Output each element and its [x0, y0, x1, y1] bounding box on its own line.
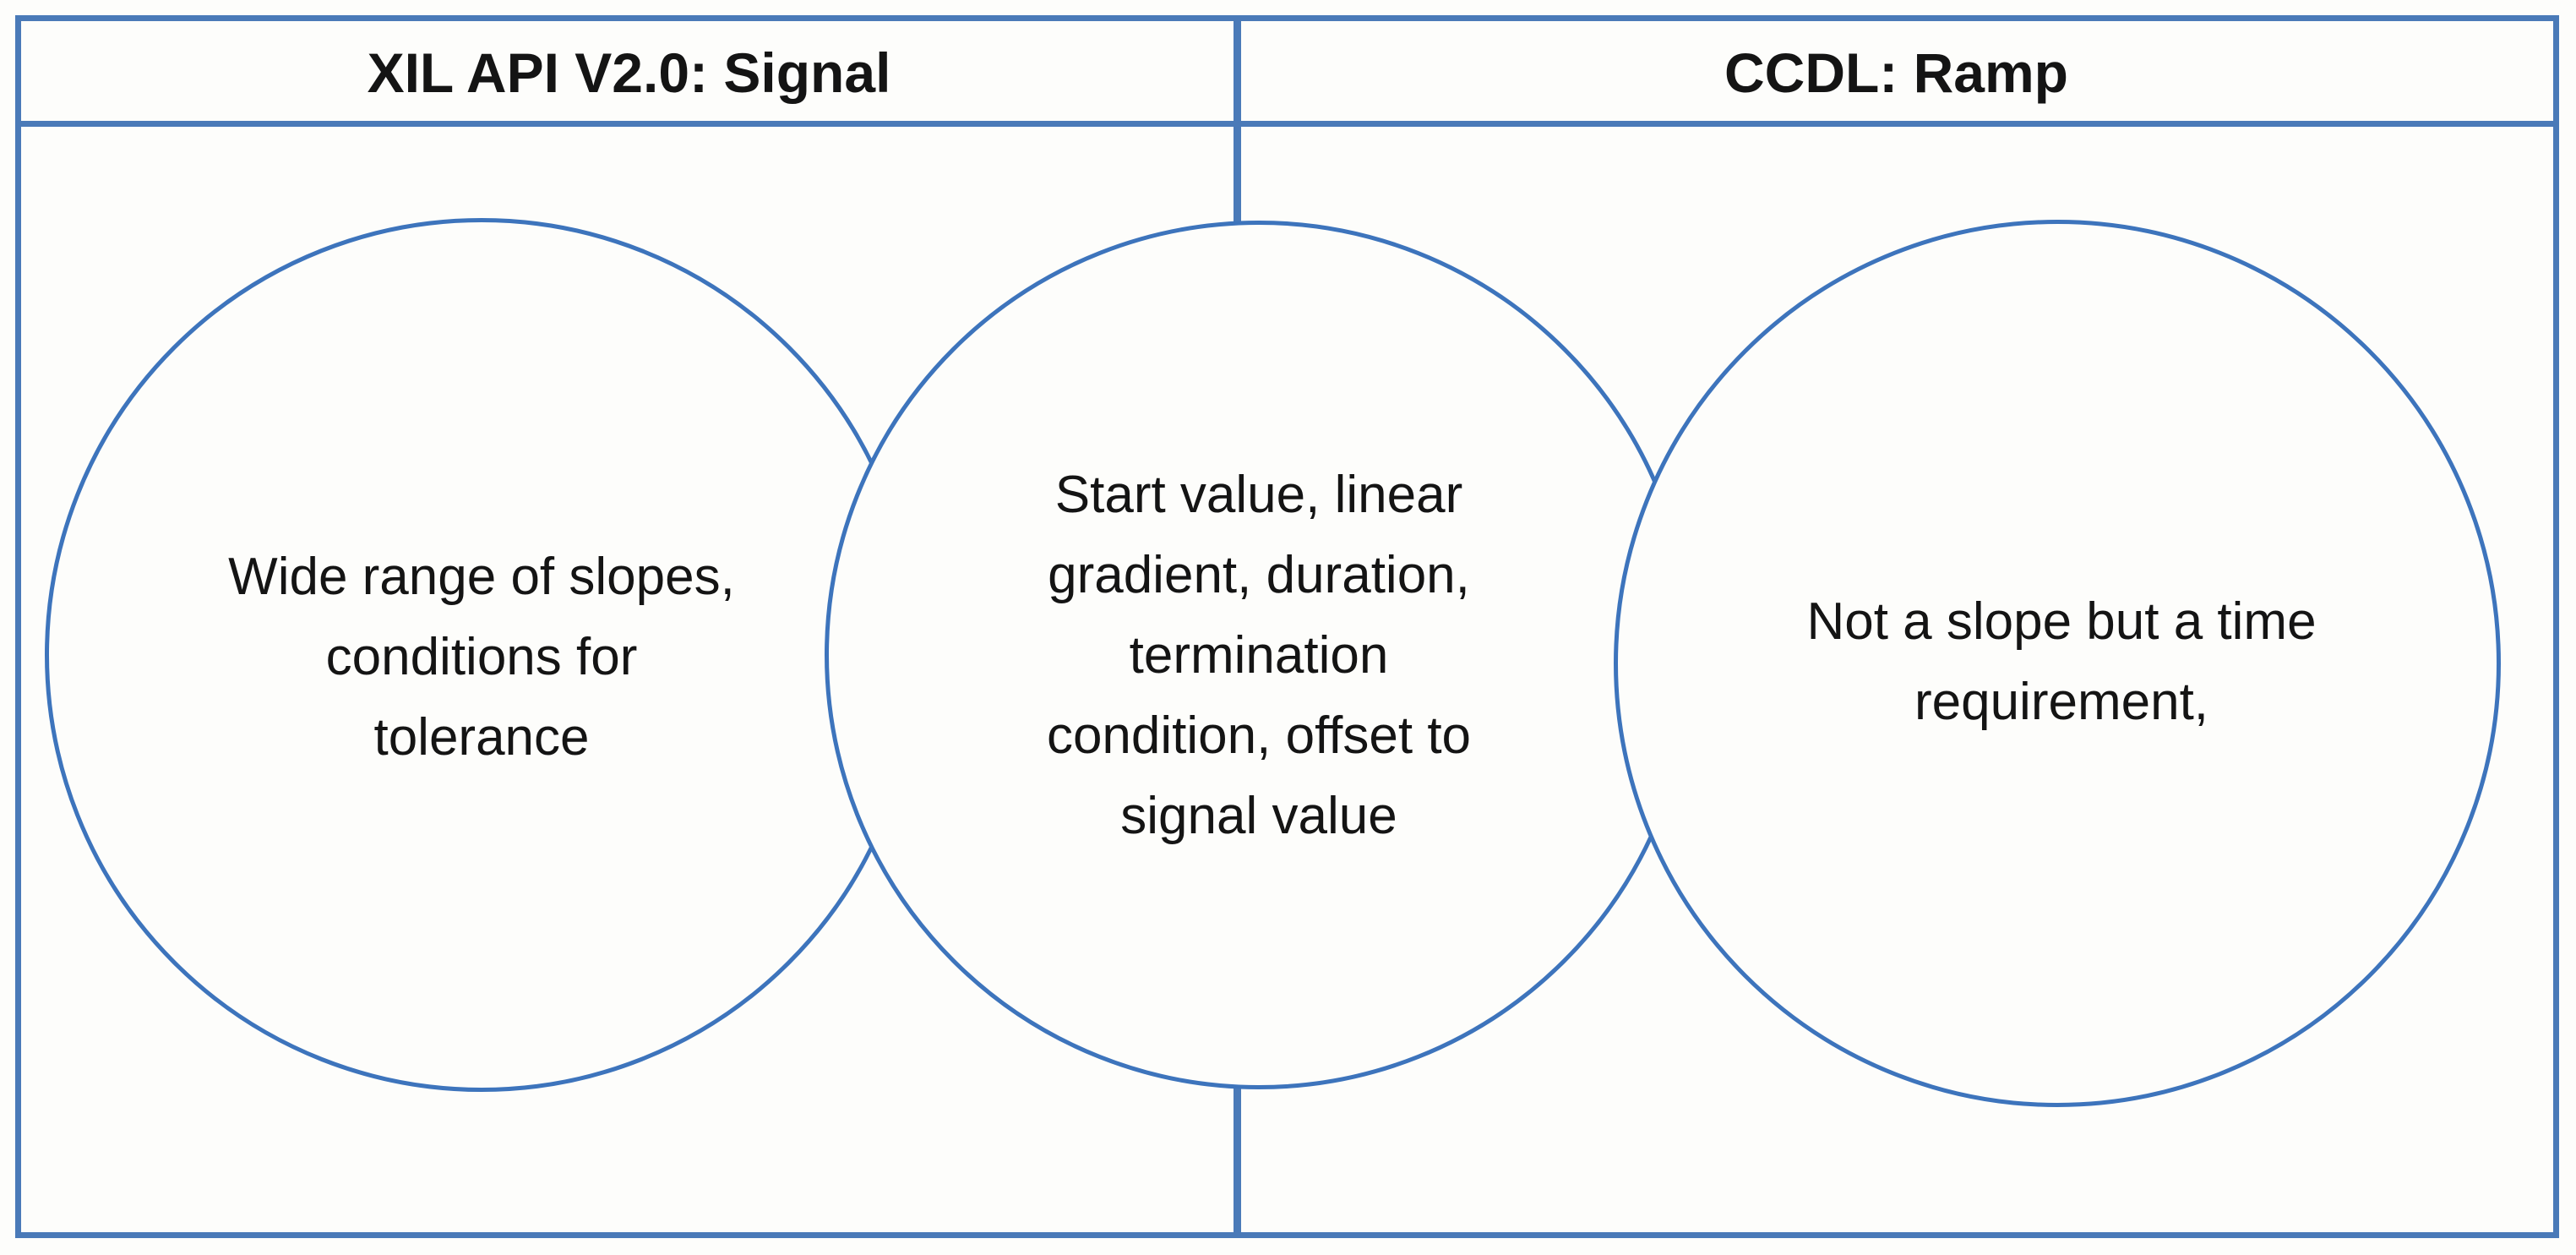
column-header-ccdl-ramp: CCDL: Ramp	[1724, 41, 2068, 104]
text-line: termination	[1129, 626, 1389, 685]
column-header-xil-api-signal: XIL API V2.0: Signal	[367, 41, 891, 104]
circle-text-shared: Start value, linear gradient, duration, …	[836, 455, 1681, 856]
header-row-divider-line	[15, 121, 2559, 127]
text-line: requirement,	[1914, 673, 2209, 731]
text-line: tolerance	[373, 708, 590, 767]
circle-text-xil-api-signal: Wide range of slopes, conditions for tol…	[59, 537, 904, 778]
text-line: gradient, duration,	[1048, 546, 1470, 604]
text-line: Not a slope but a time	[1806, 592, 2317, 651]
venn-circle-shared	[825, 221, 1693, 1089]
text-line: conditions for	[325, 628, 638, 686]
table-frame	[15, 15, 2559, 1238]
text-line: Wide range of slopes,	[228, 548, 735, 606]
circle-text-ccdl-ramp: Not a slope but a time requirement,	[1635, 581, 2488, 742]
text-line: condition, offset to	[1046, 707, 1472, 765]
text-line: Start value, linear	[1054, 466, 1463, 524]
text-line: signal value	[1120, 787, 1397, 845]
venn-circle-ccdl-ramp	[1614, 220, 2501, 1107]
